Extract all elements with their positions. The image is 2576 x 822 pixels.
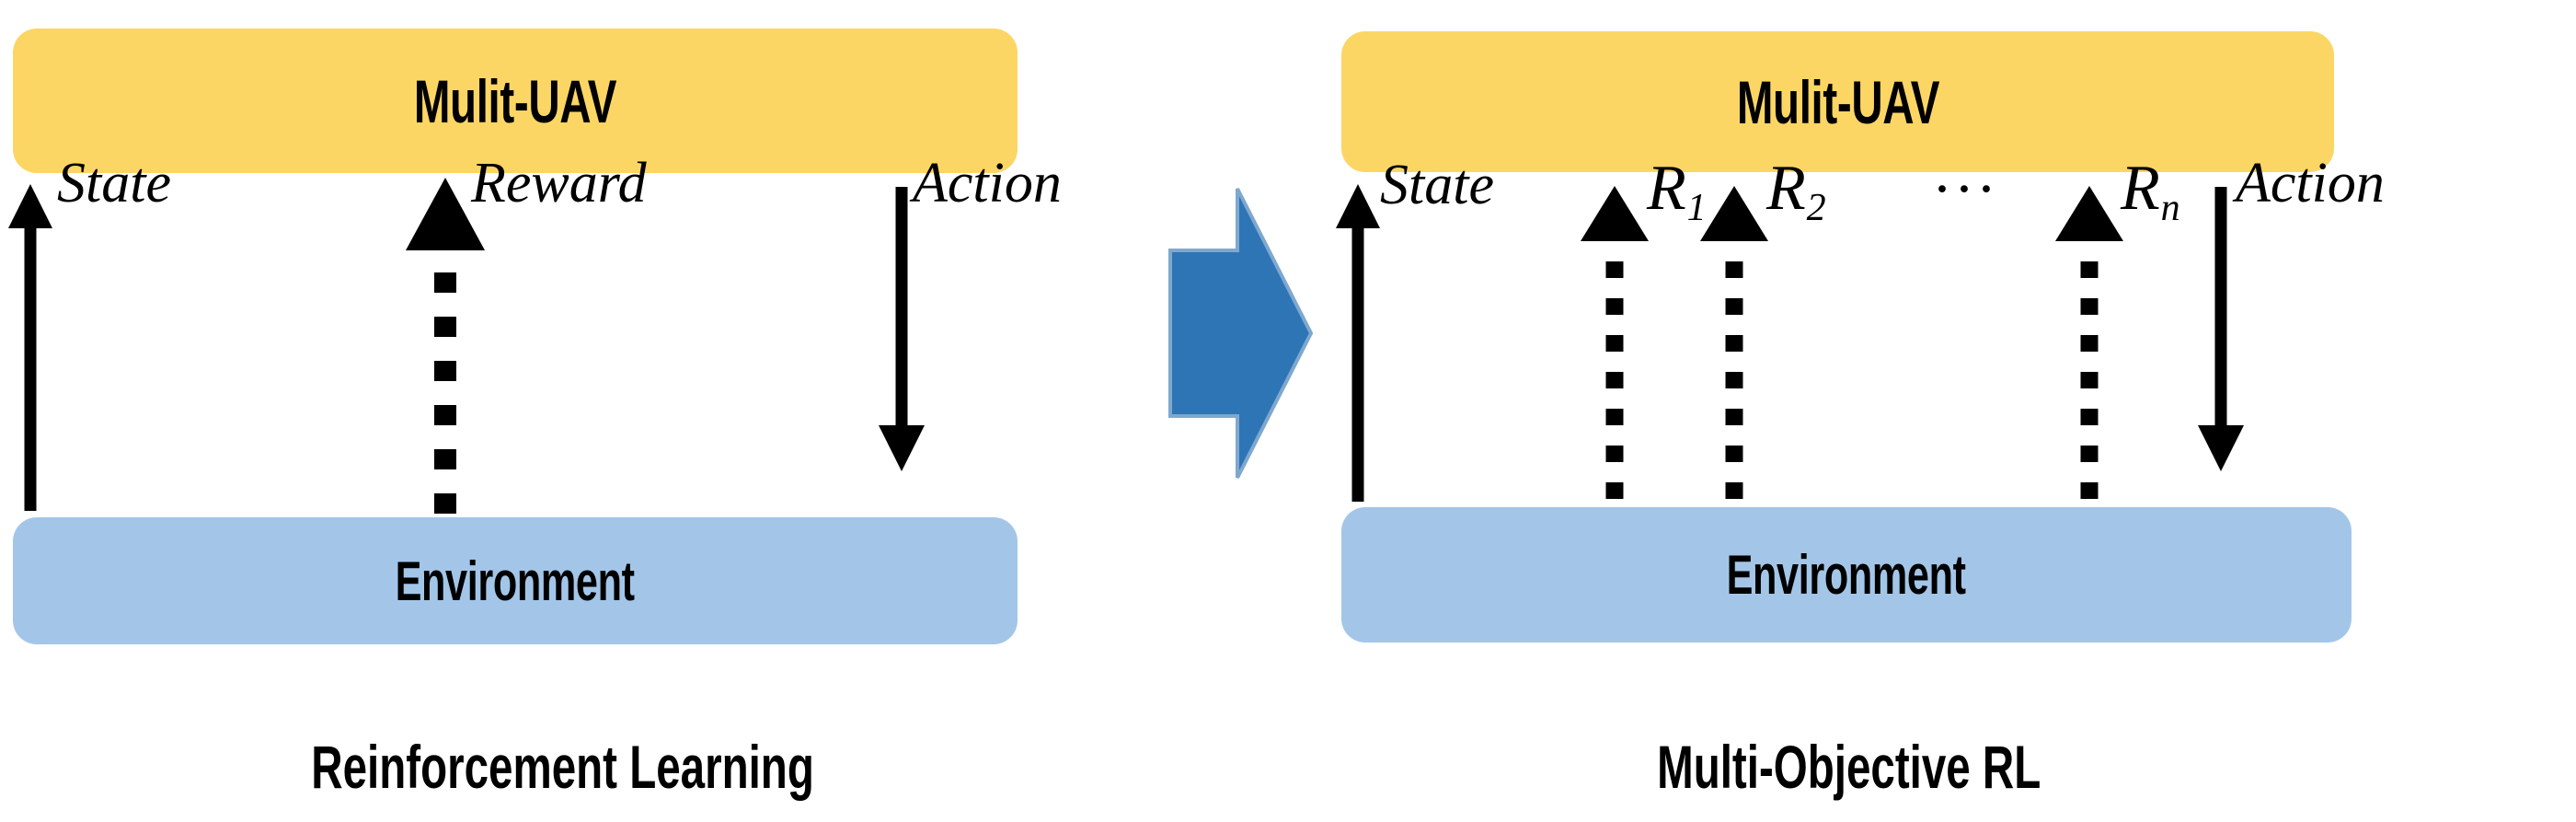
right-edge-label-rn-base: R [2121,153,2160,224]
right-edge-label-rn-sub: n [2160,186,2180,229]
right-edge-label-r1-base: R [1647,153,1686,224]
right-agent-box: Mulit-UAV [1341,31,2334,172]
right-arrow-rn [2055,186,2123,499]
right-edge-label-r1: R1 [1647,153,1707,227]
left-arrow-state [8,184,52,511]
right-edge-label-state: State [1380,154,1494,216]
right-edge-label-r2-base: R [1766,153,1806,224]
transition-block-arrow-icon [1168,188,1314,479]
left-edge-label-action: Action [913,152,1062,214]
left-panel-caption: Reinforcement Learning [103,732,1023,802]
left-arrow-reward [406,178,485,514]
left-agent-box: Mulit-UAV [13,29,1018,173]
left-edge-label-state: State [57,152,171,214]
left-env-box-label: Environment [395,550,636,612]
left-agent-box-label: Mulit-UAV [413,66,617,135]
right-arrow-r2 [1700,186,1768,499]
right-edge-label-r2-sub: 2 [1806,186,1826,229]
right-agent-box-label: Mulit-UAV [1736,67,1939,136]
right-panel-caption-text: Multi-Objective RL [1657,733,2041,801]
right-edge-label-r2: R2 [1766,153,1826,227]
right-edge-label-action: Action [2236,152,2385,214]
right-panel-caption: Multi-Objective RL [1380,732,2318,802]
left-env-box: Environment [13,517,1018,644]
left-panel-caption-text: Reinforcement Learning [311,733,815,801]
right-edge-label-r1-sub: 1 [1686,186,1707,229]
right-env-box-label: Environment [1726,544,1967,606]
left-edge-label-reward: Reward [471,152,647,214]
right-env-box: Environment [1341,507,2352,643]
right-arrow-action [2198,187,2244,471]
right-edge-label-rn: Rn [2121,153,2180,227]
right-arrow-state [1336,184,1380,502]
right-ellipsis: ··· [1932,156,1998,223]
right-arrow-r1 [1581,186,1649,499]
left-arrow-action [879,187,925,471]
